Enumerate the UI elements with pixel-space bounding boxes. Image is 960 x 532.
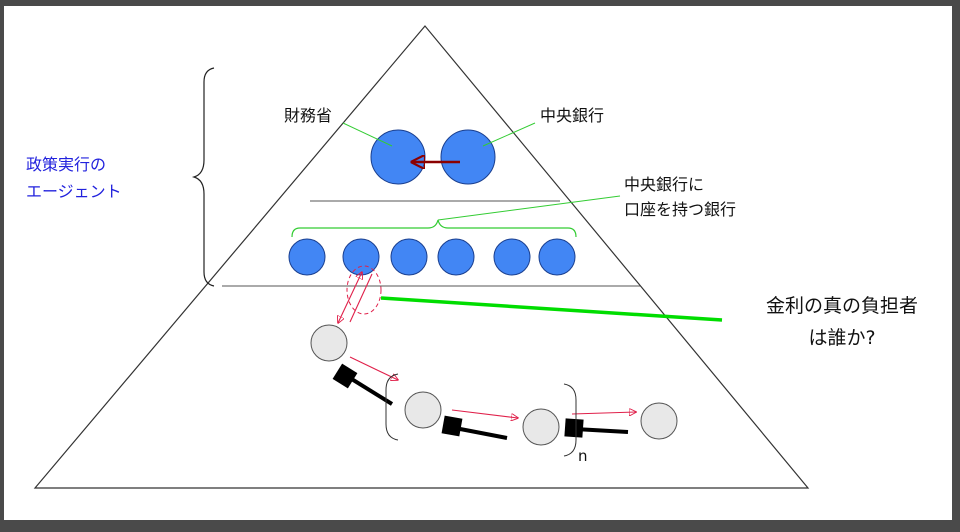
- question-label-line1: 金利の真の負担者: [766, 295, 918, 317]
- central-bank-label-connector: [482, 122, 536, 147]
- chain-node: [640, 402, 678, 440]
- policy-agent-label-line1: 政策実行の: [26, 155, 106, 174]
- agent-brace: [191, 67, 215, 287]
- central-bank-node: [440, 129, 496, 185]
- repeat-count-label: n: [578, 447, 588, 465]
- question-label-line2: は誰か?: [808, 327, 875, 349]
- banks-label-connector: [437, 195, 621, 221]
- bank-row: [288, 238, 576, 276]
- chain-arrow: [451, 409, 518, 418]
- bank-to-household-arrow-secondary: [349, 273, 373, 323]
- stick-pin-icon: [441, 415, 508, 440]
- bank-node: [493, 238, 531, 276]
- stick-pin-icon: [564, 418, 629, 438]
- policy-agent-label-line2: エージェント: [26, 182, 122, 201]
- banks-label-line1: 中央銀行に: [624, 175, 704, 194]
- chain-node: [404, 391, 442, 429]
- repeat-bracket-left: [385, 373, 399, 441]
- bank-to-household-arrow: [338, 272, 362, 323]
- chain-arrow: [571, 412, 636, 414]
- bank-node: [390, 238, 428, 276]
- ministry-of-finance-node: [370, 129, 426, 185]
- repeat-bracket-right: [563, 383, 577, 457]
- chain-node: [522, 408, 560, 446]
- ministry-of-finance-label: 財務省: [284, 106, 332, 125]
- bank-node: [437, 238, 475, 276]
- chain-node: [310, 324, 348, 362]
- bank-node: [538, 238, 576, 276]
- chain-arrow: [349, 356, 398, 380]
- central-bank-label: 中央銀行: [540, 106, 604, 125]
- stick-pin-icon: [332, 363, 394, 406]
- banks-label-line2: 口座を持つ銀行: [624, 200, 736, 219]
- question-pointer-line: [380, 296, 723, 322]
- finance-label-connector: [342, 122, 393, 147]
- bank-node: [288, 238, 326, 276]
